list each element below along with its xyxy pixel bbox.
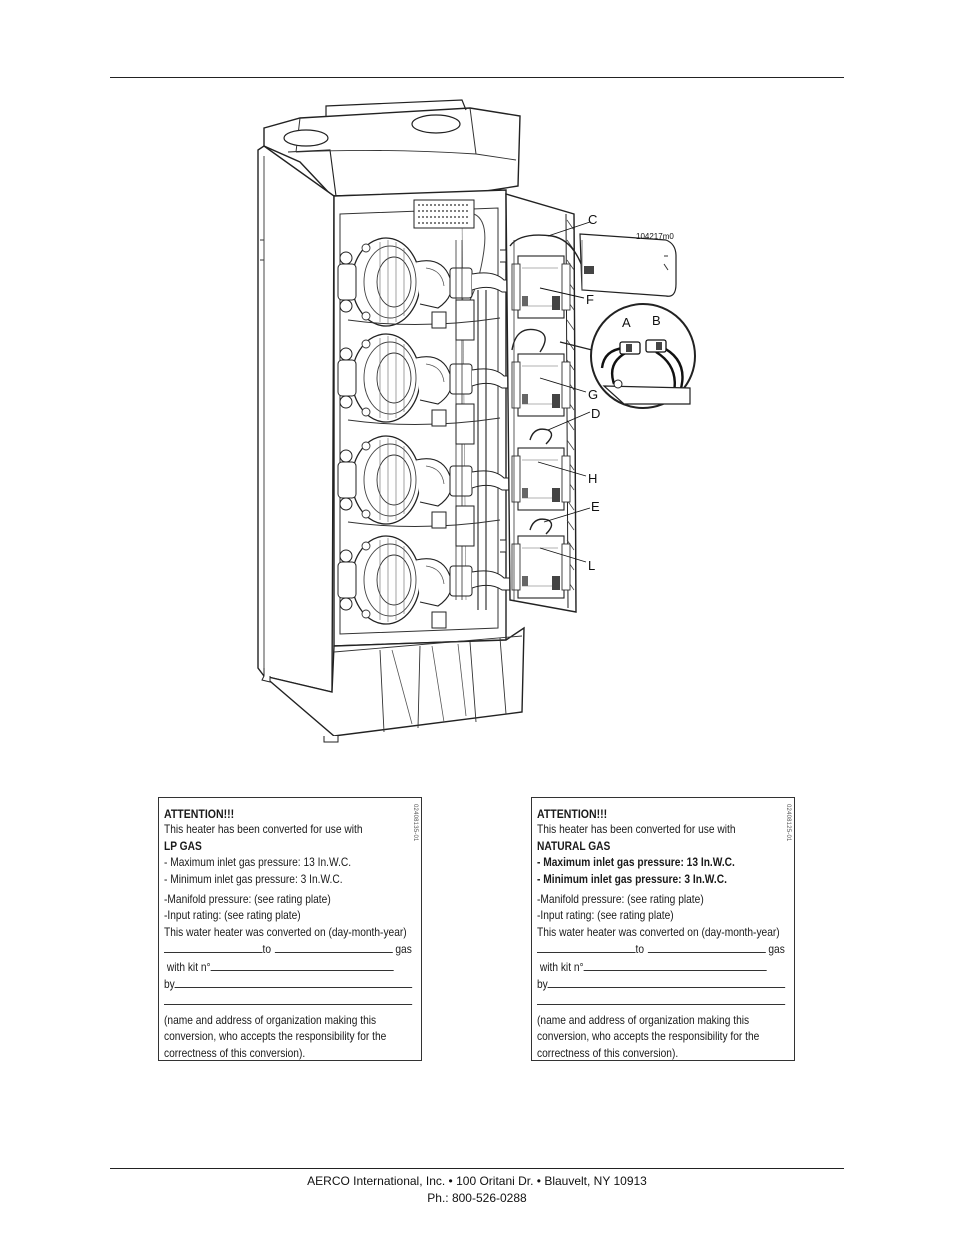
label-note-3: correctness of this conversion). [537, 1046, 679, 1060]
label-converted-line: This heater has been converted for use w… [537, 823, 736, 837]
callout-g: G [588, 387, 598, 402]
label-by-line: by [164, 976, 419, 993]
footer-address: AERCO International, Inc. • 100 Oritani … [307, 1174, 647, 1188]
label-to-word: to [262, 943, 272, 957]
label-max-pressure: - Maximum inlet gas pressure: 13 In.W.C. [537, 856, 735, 870]
conversion-label-lp: 02408135-01 ATTENTION!!! This heater has… [158, 797, 422, 1061]
page-footer: AERCO International, Inc. • 100 Oritani … [110, 1173, 844, 1207]
footer-rule [110, 1168, 844, 1169]
callout-f: F [586, 292, 594, 307]
label-code: 02408135-01 [412, 804, 418, 842]
label-note-3: correctness of this conversion). [164, 1046, 306, 1060]
label-code: 02408125-01 [785, 804, 791, 842]
label-to-word: to [635, 943, 645, 957]
label-converted-on: This water heater was converted on (day-… [164, 925, 407, 939]
label-gas-word: gas [768, 943, 785, 957]
label-input-rating: -Input rating: (see rating plate) [537, 909, 674, 923]
label-blank-line [164, 993, 419, 1010]
callout-l: L [588, 558, 595, 573]
label-max-pressure: - Maximum inlet gas pressure: 13 In.W.C. [164, 856, 352, 870]
label-manifold: -Manifold pressure: (see rating plate) [164, 893, 331, 907]
label-attention: ATTENTION!!! [537, 807, 608, 821]
label-blank-line [537, 993, 792, 1010]
label-attention: ATTENTION!!! [164, 807, 235, 821]
label-kit-label: with kit n° [539, 960, 584, 974]
callout-d: D [591, 406, 600, 421]
callout-c: C [588, 212, 597, 227]
label-by-line: by [537, 976, 792, 993]
callout-h: H [588, 471, 597, 486]
label-note-1: (name and address of organization making… [537, 1013, 750, 1027]
label-date-line: to gas [164, 941, 419, 958]
label-kit-line: with kit n° [164, 959, 419, 976]
label-min-pressure: - Minimum inlet gas pressure: 3 In.W.C. [537, 872, 727, 886]
label-gas-word: gas [395, 943, 412, 957]
label-manifold: -Manifold pressure: (see rating plate) [537, 893, 704, 907]
label-gas-type: LP GAS [164, 839, 202, 853]
callout-b: B [652, 313, 661, 328]
label-converted-on: This water heater was converted on (day-… [537, 925, 780, 939]
label-date-line: to gas [537, 941, 792, 958]
label-note-2: conversion, who accepts the responsibili… [164, 1030, 387, 1044]
label-by-label: by [537, 978, 548, 992]
heater-cabinet-diagram: 104217m0 C F A B G D H E L [257, 99, 696, 743]
label-note-1: (name and address of organization making… [164, 1013, 377, 1027]
label-kit-line: with kit n° [537, 959, 792, 976]
label-gas-type: NATURAL GAS [537, 839, 611, 853]
label-kit-label: with kit n° [166, 960, 211, 974]
part-number: 104217m0 [636, 232, 674, 241]
label-min-pressure: - Minimum inlet gas pressure: 3 In.W.C. [164, 872, 343, 886]
label-converted-line: This heater has been converted for use w… [164, 823, 363, 837]
label-by-label: by [164, 978, 175, 992]
callout-e: E [591, 499, 600, 514]
footer-phone: Ph.: 800-526-0288 [427, 1191, 527, 1205]
label-note-2: conversion, who accepts the responsibili… [537, 1030, 760, 1044]
callout-a: A [622, 315, 631, 330]
conversion-label-natural: 02408125-01 ATTENTION!!! This heater has… [531, 797, 795, 1061]
label-input-rating: -Input rating: (see rating plate) [164, 909, 301, 923]
header-rule [110, 77, 844, 78]
